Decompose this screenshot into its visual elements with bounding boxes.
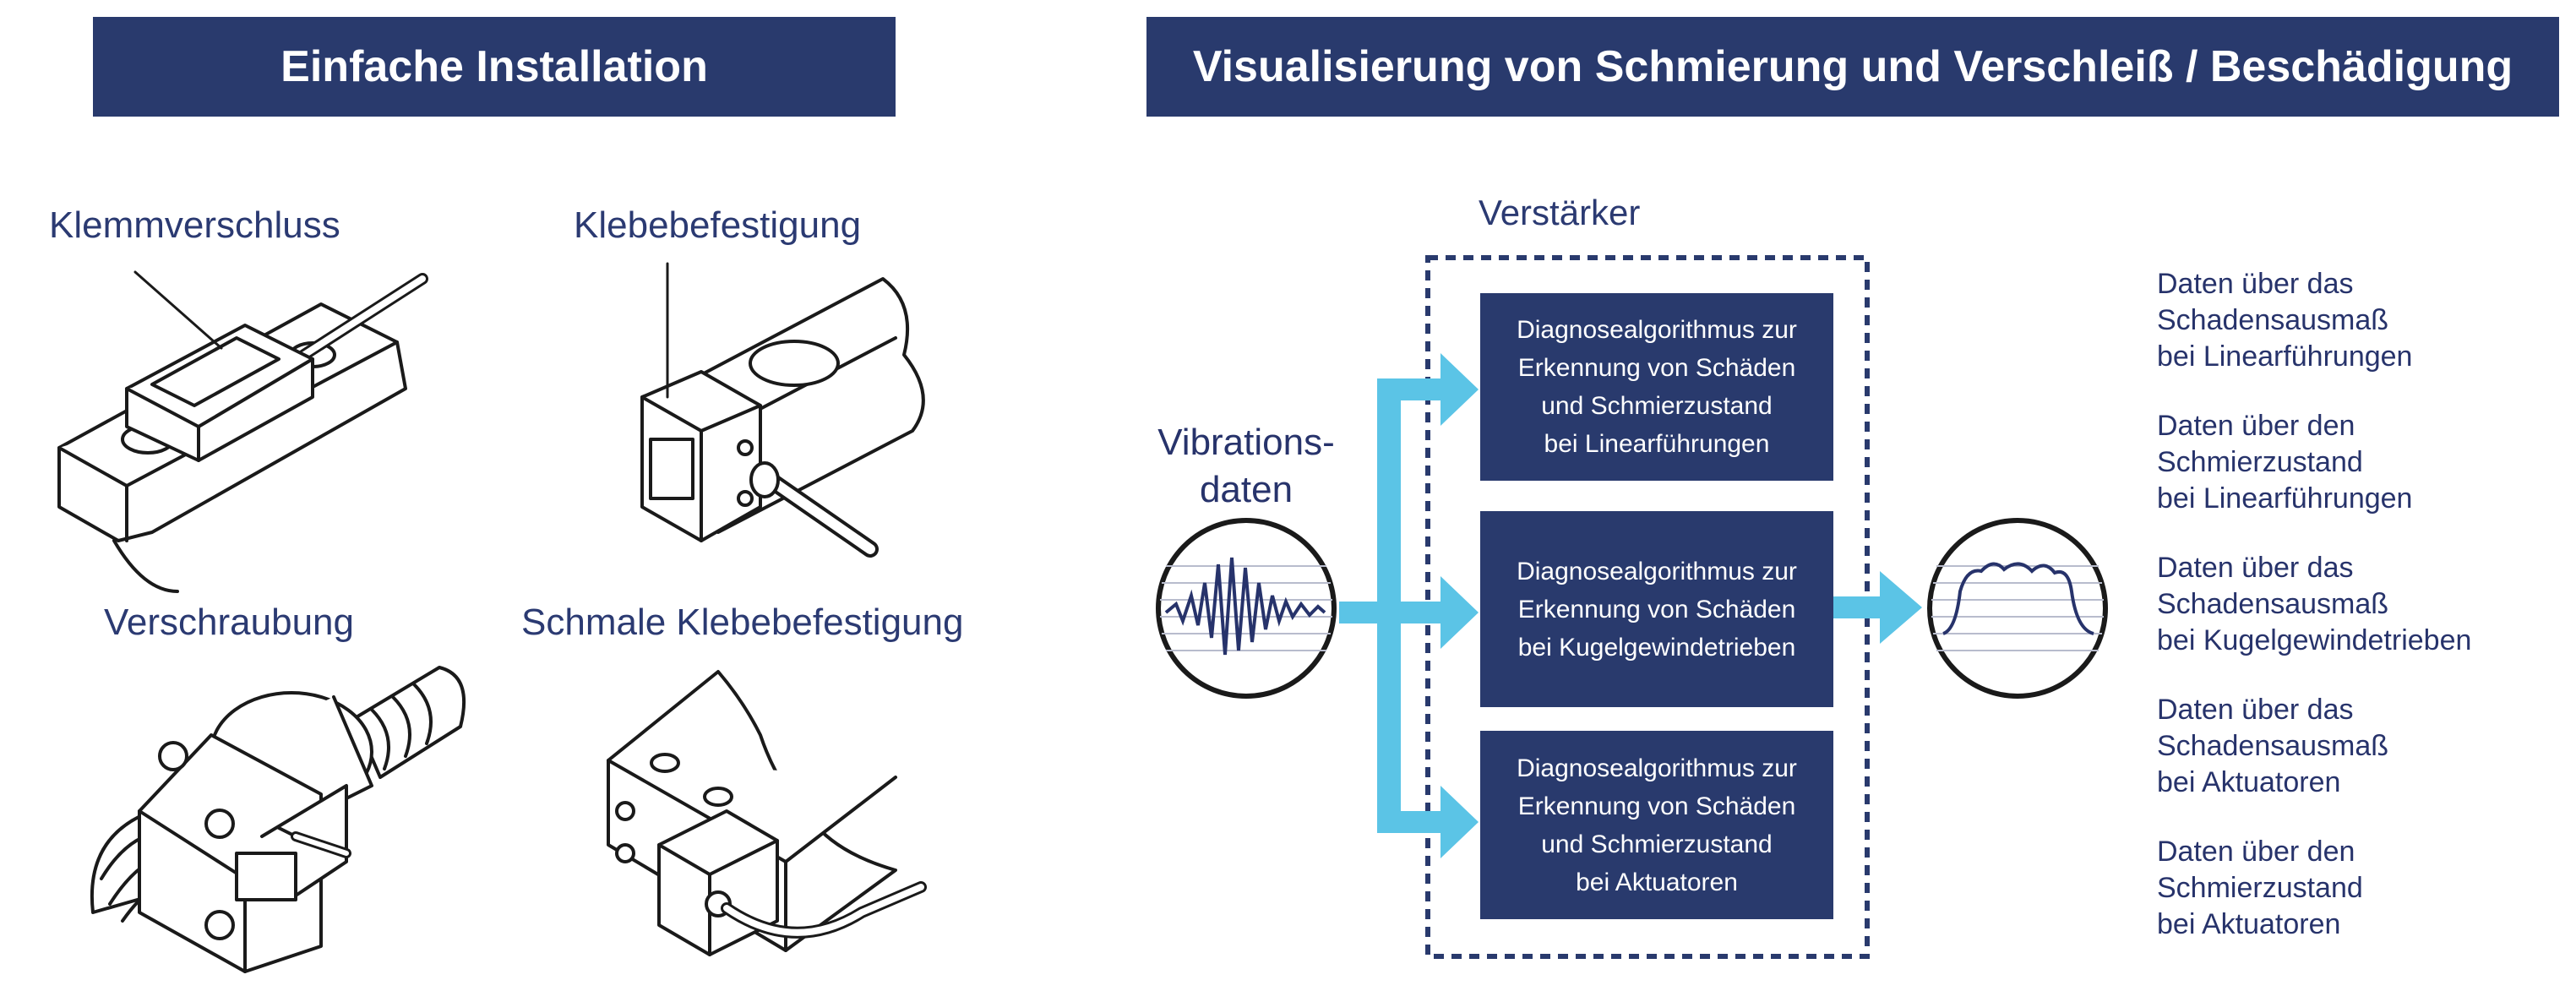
algorithm-box-line: und Schmierzustand [1541,830,1773,858]
screw-mount-illustration [90,666,466,973]
visualization-title: Visualisierung von Schmierung und Versch… [1192,42,2513,91]
algorithm-box-line: bei Aktuatoren [1576,868,1738,896]
output-damage-linear-guides: Daten über das Schadensausmaß bei Linear… [2157,266,2412,375]
output-line: bei Linearführungen [2157,482,2413,515]
output-line: bei Kugelgewindetrieben [2157,624,2472,656]
output-damage-ball-screws: Daten über das Schadensausmaß bei Kugelg… [2157,550,2471,659]
amplifier-label: Verstärker [1479,193,1641,232]
algorithm-box-line: Erkennung von Schäden [1517,354,1796,382]
adhesive-label: Klebebefestigung [574,204,862,246]
output-line: Daten über das [2157,268,2354,300]
screw-label: Verschraubung [104,602,354,643]
installation-banner: Einfache Installation [93,17,896,117]
vibration-data-label: Vibrations- daten [1145,419,1348,514]
output-line: Schadensausmaß [2157,730,2389,762]
algorithm-box-line: Diagnosealgorithmus zur [1517,316,1797,344]
output-line: Daten über das [2157,552,2354,584]
algorithm-box-linear-guides: Diagnosealgorithmus zur Erkennung von Sc… [1480,293,1833,481]
narrow-adhesive-label: Schmale Klebebefestigung [521,602,964,643]
output-line: Daten über das [2157,694,2354,726]
output-line: Schmierzustand [2157,446,2363,478]
algorithm-box-actuators: Diagnosealgorithmus zur Erkennung von Sc… [1480,731,1833,919]
narrow-adhesive-mount-illustration [607,670,927,956]
output-lubrication-actuators: Daten über den Schmierzustand bei Aktuat… [2157,834,2363,943]
output-line: Daten über den [2157,836,2355,868]
vibration-data-line-1: Vibrations- [1157,422,1335,463]
output-line: bei Linearführungen [2157,340,2413,373]
output-damage-actuators: Daten über das Schadensausmaß bei Aktuat… [2157,692,2388,801]
adhesive-mount-illustration [640,262,925,558]
output-line: Daten über den [2157,410,2355,442]
vibration-data-line-2: daten [1199,469,1293,510]
algorithm-box-line: und Schmierzustand [1541,392,1773,420]
algorithm-box-line: bei Linearführungen [1544,430,1770,458]
visualization-banner: Visualisierung von Schmierung und Versch… [1146,17,2559,117]
algorithm-box-line: bei Kugelgewindetrieben [1517,633,1796,662]
output-curve-icon [1927,518,2108,699]
output-line: Schadensausmaß [2157,304,2389,336]
algorithm-box-ball-screws: Diagnosealgorithmus zur Erkennung von Sc… [1480,511,1833,707]
flow-arrows [1339,353,1922,858]
output-line: bei Aktuatoren [2157,766,2341,798]
algorithm-box-line: Diagnosealgorithmus zur [1517,754,1797,782]
vibration-data-icon [1156,518,1337,699]
clamp-label: Klemmverschluss [49,204,340,246]
clamp-mount-illustration [57,270,428,593]
algorithm-box-line: Diagnosealgorithmus zur [1517,557,1797,585]
output-line: Schmierzustand [2157,872,2363,904]
flow-diagram [1156,255,2108,959]
installation-title: Einfache Installation [280,42,708,91]
output-line: bei Aktuatoren [2157,908,2341,940]
algorithm-box-line: Erkennung von Schäden [1517,792,1796,820]
output-lubrication-linear-guides: Daten über den Schmierzustand bei Linear… [2157,408,2412,517]
output-line: Schadensausmaß [2157,588,2389,620]
algorithm-box-line: Erkennung von Schäden [1517,595,1796,623]
